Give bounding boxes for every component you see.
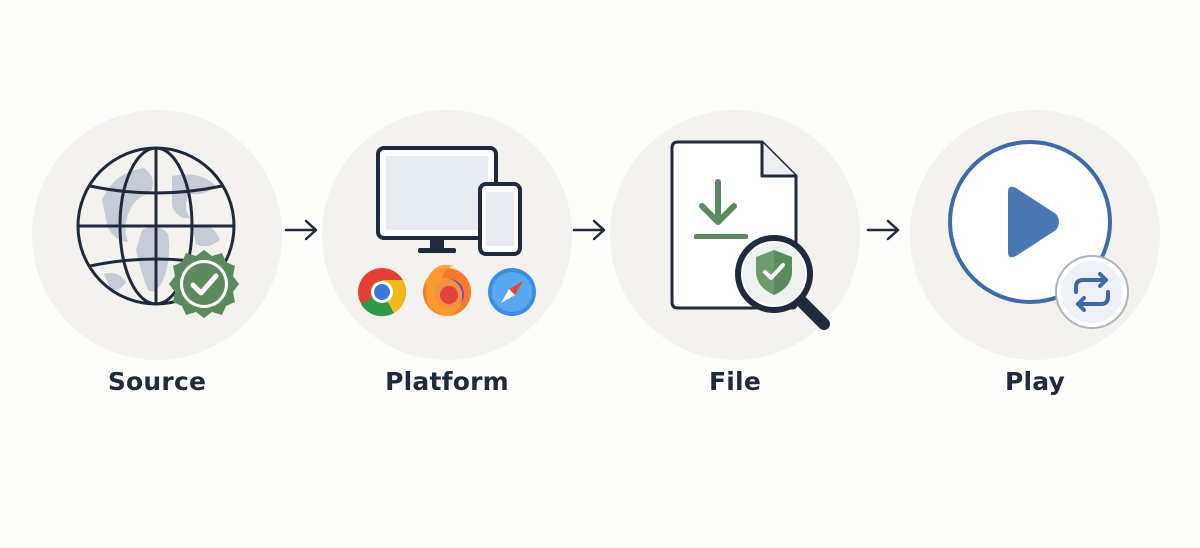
devices-with-browsers-icon (358, 146, 536, 317)
verified-badge-icon (169, 250, 239, 318)
arrow-icon (282, 215, 322, 245)
safari-icon (488, 268, 536, 316)
step-source-circle (32, 110, 282, 360)
firefox-icon (423, 264, 471, 316)
shield-check-icon (756, 250, 792, 295)
step-source-label: Source (107, 367, 207, 396)
step-platform-label: Platform (385, 367, 509, 396)
step-file-circle (610, 110, 860, 360)
arrow-icon (864, 215, 904, 245)
play-with-repeat-icon (948, 140, 1129, 329)
arrow-icon (570, 215, 610, 245)
desktop-monitor-icon (376, 146, 498, 253)
download-arrow-icon (699, 179, 737, 225)
download-baseline (694, 234, 748, 239)
repeat-icon (1055, 255, 1129, 329)
chrome-icon (358, 268, 407, 317)
step-play-label: Play (1004, 367, 1066, 396)
step-play-circle (910, 110, 1160, 360)
play-circle-icon (948, 140, 1112, 304)
step-file-label: File (709, 367, 761, 396)
globe-with-verified-badge-icon (76, 146, 239, 318)
step-platform-circle (322, 110, 572, 360)
smartphone-icon (478, 182, 522, 256)
download-file-with-security-scan-icon (670, 140, 830, 330)
